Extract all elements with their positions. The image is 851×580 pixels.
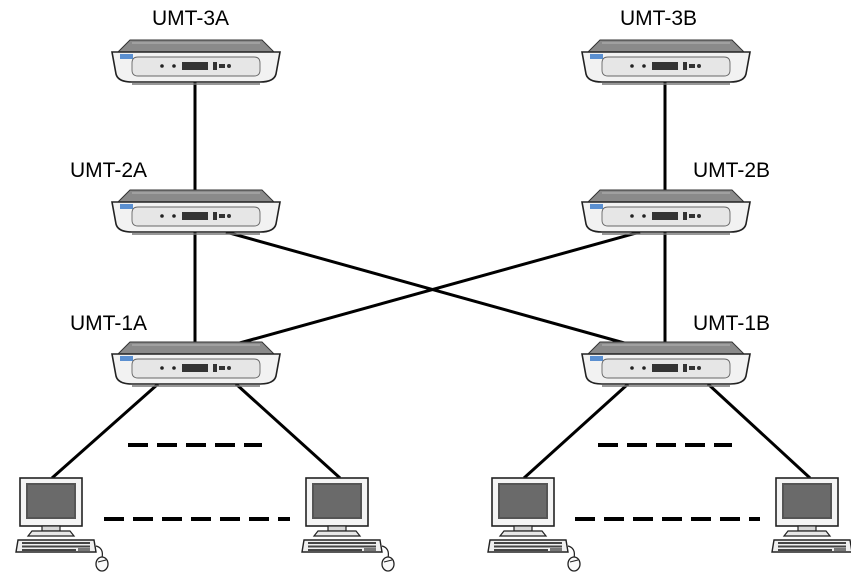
- umt-3a-device: [111, 39, 281, 85]
- label-umt-2b: UMT-2B: [693, 159, 771, 182]
- workstation-1b-right: [771, 477, 851, 572]
- umt-1b-device: [581, 341, 751, 387]
- workstation-1b-left: [487, 477, 581, 572]
- link-1a-ws-left: [51, 382, 159, 480]
- link-1b-ws-right: [706, 382, 812, 480]
- label-umt-1a: UMT-1A: [70, 312, 148, 335]
- label-umt-1b: UMT-1B: [693, 312, 771, 335]
- label-umt-3b: UMT-3B: [620, 7, 698, 30]
- continuation-dashes: [104, 443, 760, 521]
- link-2a-1b: [225, 230, 629, 346]
- link-1a-ws-right: [234, 382, 342, 480]
- connection-lines: [51, 82, 812, 480]
- workstation-1a-right: [301, 477, 395, 572]
- label-umt-2a: UMT-2A: [70, 159, 148, 182]
- umt-2b-device: [581, 189, 751, 235]
- link-2b-1a: [235, 230, 641, 346]
- umt-3b-device: [581, 39, 751, 85]
- umt-2a-device: [111, 189, 281, 235]
- label-umt-3a: UMT-3A: [152, 7, 230, 30]
- workstation-1a-left: [15, 477, 109, 572]
- link-1b-ws-left: [522, 382, 630, 480]
- umt-1a-device: [111, 341, 281, 387]
